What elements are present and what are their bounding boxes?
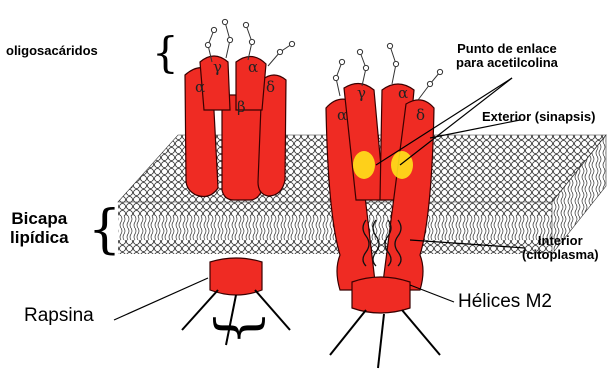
subunit-label-alpha1-left: α	[195, 78, 205, 96]
brace-bilayer: {	[88, 204, 121, 256]
label-oligosaccharides: oligosacáridos	[6, 44, 98, 58]
label-binding-site: Punto de enlace para acetilcolina	[456, 42, 558, 71]
rapsin-right	[352, 277, 410, 313]
subunit-label-alpha1-right: α	[337, 106, 347, 124]
binding-site-left	[353, 151, 375, 179]
subunit-label-alpha2-left: α	[248, 58, 258, 76]
subunit-label-delta-right: δ	[416, 106, 425, 124]
binding-site-right	[391, 151, 413, 179]
subunit-label-beta-left: β	[237, 98, 246, 116]
subunit-label-delta-left: δ	[266, 78, 275, 96]
label-interior-line1: Interior	[522, 234, 599, 248]
label-bilayer-line2: lipídica	[10, 229, 69, 248]
brace-bottom: {	[210, 310, 266, 346]
label-interior-line2: (citoplasma)	[522, 248, 599, 262]
label-binding-site-line1: Punto de enlace	[456, 42, 558, 56]
label-m2-helices: Hélices M2	[458, 292, 552, 313]
subunit-label-alpha2-right: α	[398, 84, 408, 102]
label-exterior: Exterior (sinapsis)	[482, 110, 595, 124]
label-interior: Interior (citoplasma)	[522, 234, 599, 263]
label-binding-site-line2: para acetilcolina	[456, 56, 558, 70]
subunit-label-gamma-left: γ	[213, 58, 222, 76]
subunit-label-gamma-right: γ	[357, 84, 366, 102]
rapsin-left	[210, 258, 262, 295]
label-bilayer: Bicapa lipídica	[10, 210, 69, 247]
brace-oligosaccharides: {	[152, 32, 179, 74]
label-rapsin: Rapsina	[24, 306, 94, 327]
label-bilayer-line1: Bicapa	[10, 210, 69, 229]
